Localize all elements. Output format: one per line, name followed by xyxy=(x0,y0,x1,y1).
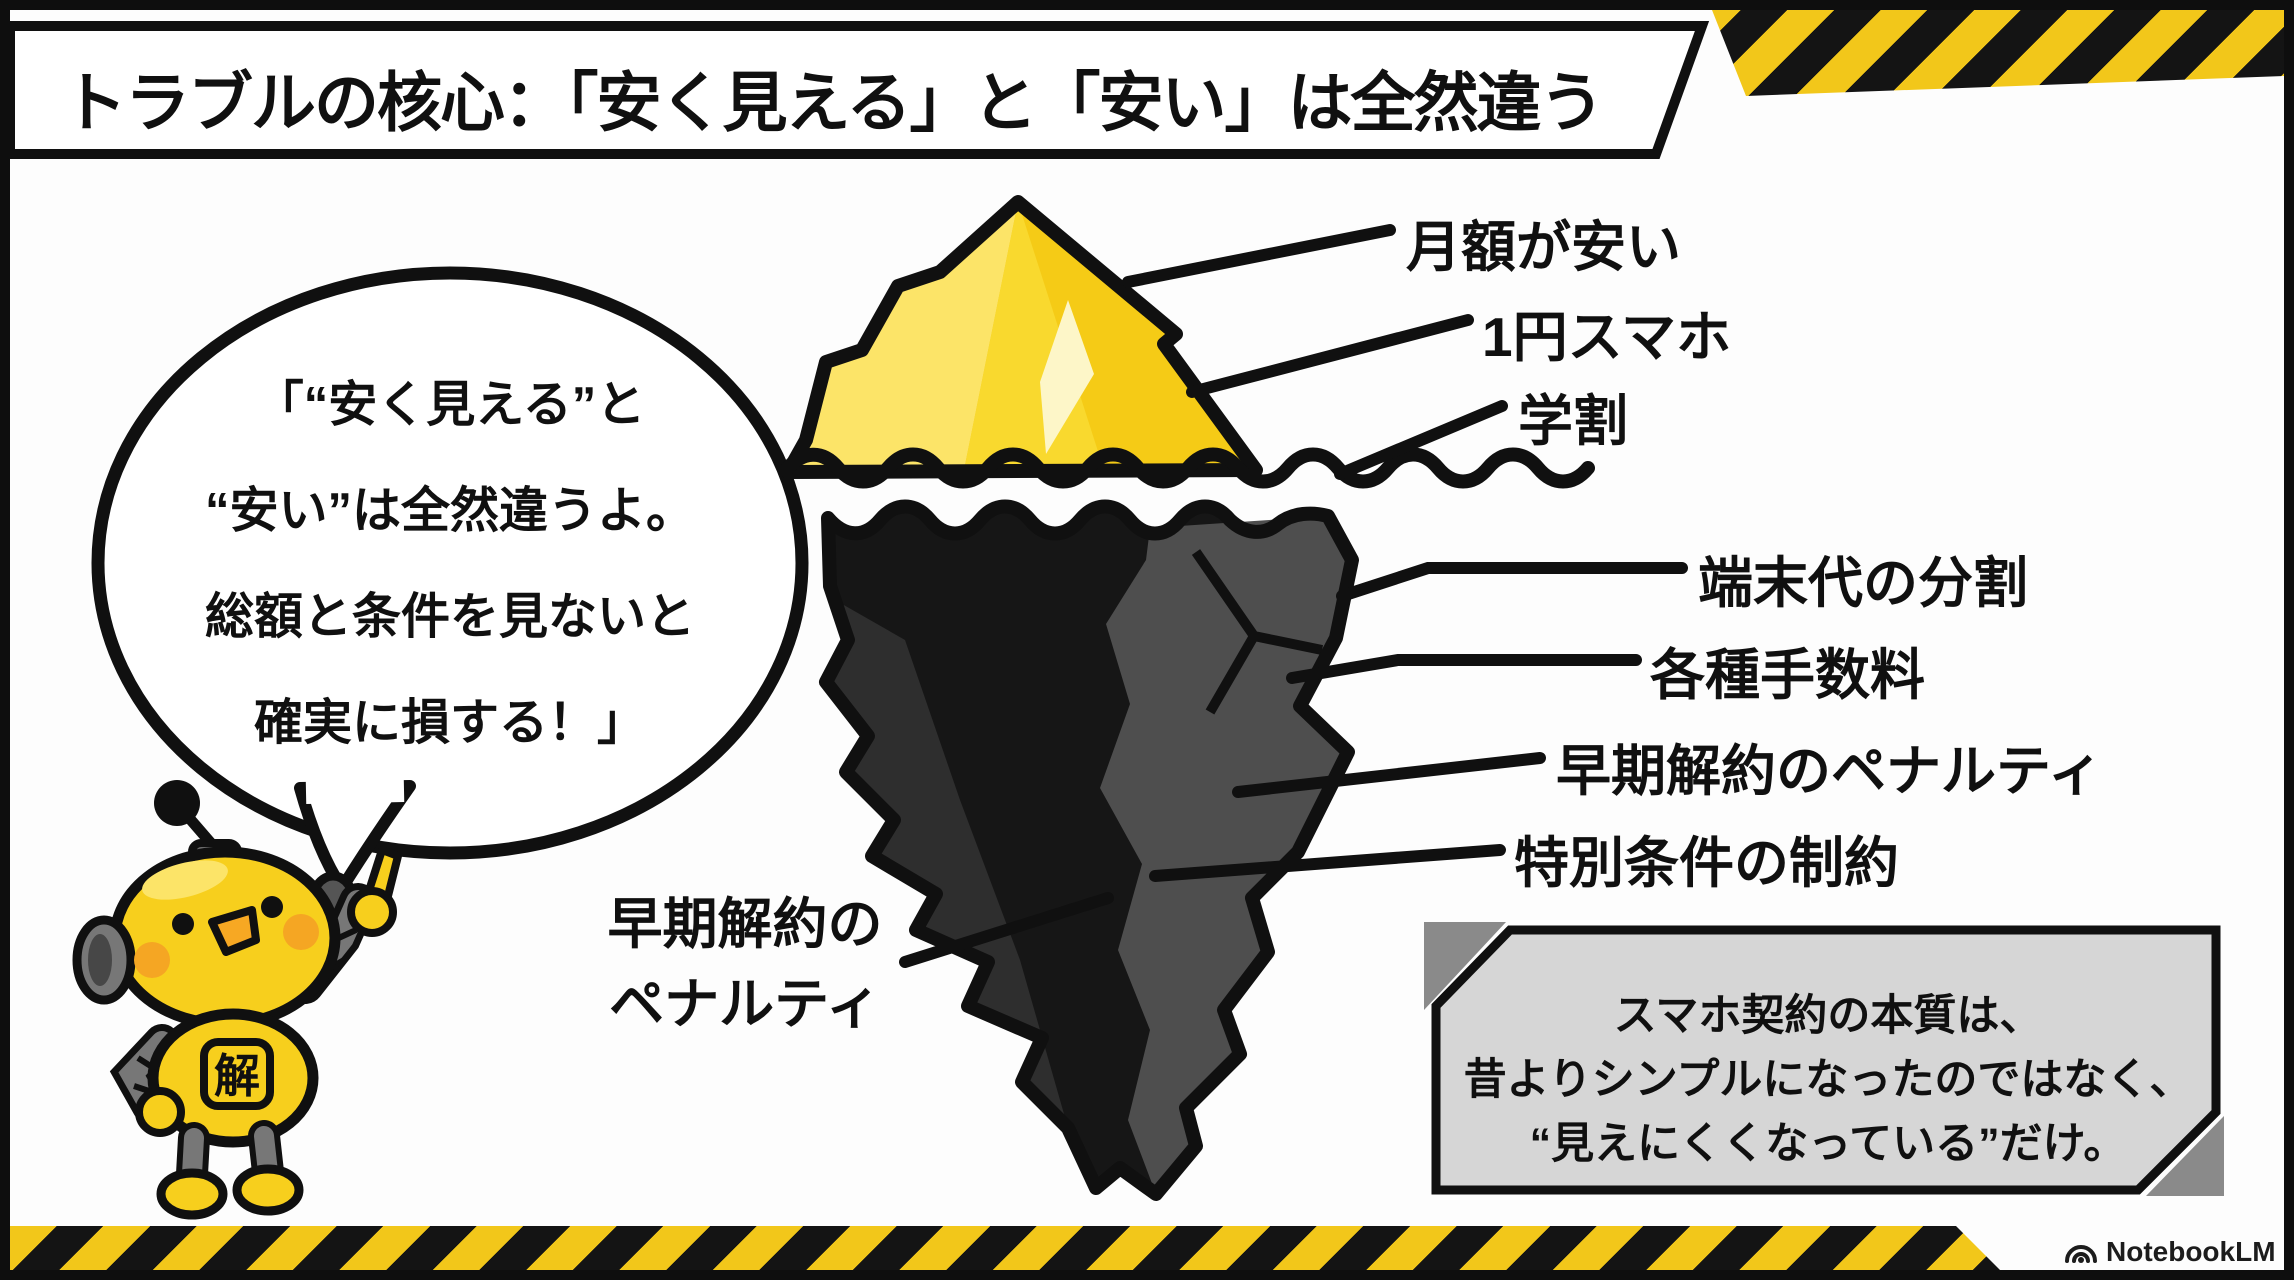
callout-box-shape xyxy=(1431,925,2221,1195)
iceberg-bottom-facet-gray xyxy=(1100,516,1352,1194)
label-early-cancel-penalty: 早期解約のペナルティ xyxy=(1556,740,2103,802)
speech-line-3: 総額と条件を見ないと xyxy=(204,590,695,644)
callout-box xyxy=(1424,922,2224,1196)
hazard-stripe-band-bottom xyxy=(10,1226,2002,1272)
speech-line-1: 「“安く見える”と xyxy=(254,378,646,432)
watermark: NotebookLM xyxy=(2064,1236,2276,1268)
iceberg-top-facet-light xyxy=(788,202,1018,472)
label-various-fees: 各種手数料 xyxy=(1650,644,1926,706)
speech-bubble-tail-join xyxy=(305,778,405,804)
iceberg-above-water xyxy=(781,195,1263,479)
page-title: トラブルの核心：「安く見える」と「安い」は全然違う xyxy=(62,66,1605,139)
iceberg-crack-lines xyxy=(1191,549,1324,715)
mascot-eye-right xyxy=(261,896,283,918)
title-banner-shape xyxy=(5,21,1710,159)
mascot-badge xyxy=(200,1038,274,1110)
label-student-discount: 学割 xyxy=(1518,390,1629,452)
connector-line-conditions xyxy=(1149,844,1506,882)
callout-corner-triangle-topleft xyxy=(1424,922,1506,1010)
mascot-badge-kanji: 解 xyxy=(214,1050,260,1102)
mascot-foot-left xyxy=(156,1168,228,1220)
label-1yen-smartphone: 1円スマホ xyxy=(1482,306,1731,368)
iceberg-bottom-outline xyxy=(819,499,1359,1201)
mascot-head-highlight xyxy=(142,860,228,900)
iceberg-top-outline xyxy=(781,195,1263,479)
callout-line-1: スマホ契約の本質は、 xyxy=(1613,992,2043,1040)
mascot-robot: 解 xyxy=(72,780,402,1220)
mascot-ear-left-inner xyxy=(88,934,112,986)
mascot-foot-right xyxy=(232,1164,304,1216)
label-device-installments: 端末代の分割 xyxy=(1698,552,2029,614)
iceberg-top-highlight xyxy=(1040,300,1094,454)
left-label-line-2: ペナルティ xyxy=(609,973,881,1035)
connector-line-monthly xyxy=(1122,224,1396,288)
mascot-cheek-right xyxy=(283,914,319,950)
speech-bubble-text: 「“安く見える”と “安い”は全然違うよ。 総額と条件を見ないと 確実に損する！… xyxy=(118,352,782,776)
label-left-early-cancel: 早期解約の ペナルティ xyxy=(588,884,902,1044)
mascot-beak xyxy=(208,906,260,956)
connector-line-fees xyxy=(1286,654,1642,684)
notebooklm-logo-icon xyxy=(2065,1245,2097,1263)
mascot-eye-left xyxy=(172,913,194,935)
connector-line-left-penalty xyxy=(899,892,1114,968)
mascot-antenna-ball xyxy=(154,780,200,826)
watermark-text: NotebookLM xyxy=(2106,1236,2276,1267)
iceberg-below-water xyxy=(819,499,1359,1201)
callout-corner-triangle-bottomright xyxy=(2146,1116,2224,1196)
callout-line-3: “見えにくくなっている”だけ。 xyxy=(1529,1120,2127,1168)
callout-text: スマホ契約の本質は、 昔よりシンプルになったのではなく、 “見えにくくなっている… xyxy=(1458,984,2198,1176)
speech-line-4: 確実に損する！」 xyxy=(253,696,646,750)
mascot-hand-left xyxy=(135,1087,185,1137)
left-label-line-1: 早期解約の xyxy=(607,893,883,955)
speech-line-2: “安い”は全然違うよ。 xyxy=(204,484,695,538)
label-monthly-cheap: 月額が安い xyxy=(1406,216,1682,278)
connector-line-device-split xyxy=(1336,562,1688,602)
speech-bubble xyxy=(91,266,809,860)
connector-line-1yen xyxy=(1186,314,1474,398)
mascot-hand-right xyxy=(347,887,397,937)
mascot-cheek-left xyxy=(134,942,170,978)
label-special-conditions: 特別条件の制約 xyxy=(1514,832,1900,894)
connector-line-gakuwari xyxy=(1334,400,1508,480)
waterline xyxy=(779,447,1595,489)
connector-lines xyxy=(899,224,1688,968)
callout-line-2: 昔よりシンプルになったのではなく、 xyxy=(1463,1056,2193,1104)
connector-line-penalty xyxy=(1232,752,1546,798)
iceberg-bottom-facet-dark xyxy=(826,600,1068,1128)
mascot-leg-left xyxy=(182,1128,204,1184)
